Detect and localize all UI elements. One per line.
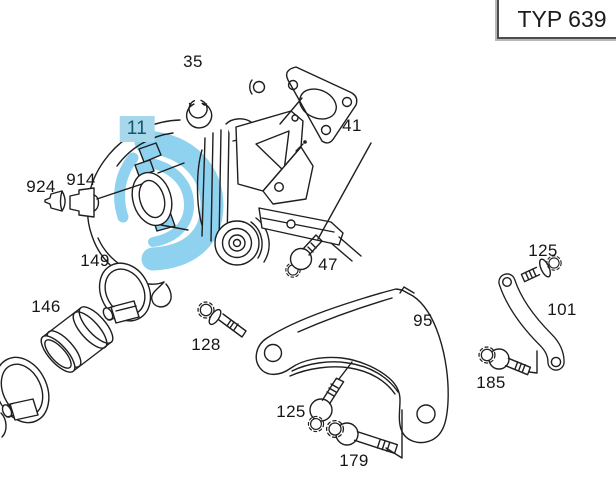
leader-41: [279, 97, 303, 125]
part-label-41[interactable]: 41: [342, 116, 362, 135]
part-label-185[interactable]: 185: [476, 373, 506, 392]
leader-125-bracket: [338, 361, 353, 380]
type-plate-text: TYP 639: [517, 6, 607, 32]
leader-914: [96, 183, 143, 200]
part-label-128[interactable]: 128: [191, 335, 221, 354]
part-clamp-149-drawing[interactable]: [90, 254, 161, 330]
part-bolt-179-drawing[interactable]: [325, 419, 399, 454]
leader-47: [317, 142, 372, 240]
leader-185: [528, 350, 538, 374]
part-hose-146-drawing[interactable]: [36, 302, 118, 377]
part-label-146[interactable]: 146: [31, 297, 61, 316]
part-clamp-lower-drawing[interactable]: [0, 349, 59, 438]
part-snap-ring-drawing[interactable]: [185, 99, 213, 129]
leader-179: [385, 409, 403, 459]
leader-lines: [96, 97, 538, 459]
part-plug-914-drawing[interactable]: [69, 187, 100, 218]
part-label-149[interactable]: 149: [80, 251, 110, 270]
part-label-47[interactable]: 47: [318, 255, 338, 274]
part-bolt-47-drawing[interactable]: [285, 234, 323, 278]
part-label-914[interactable]: 914: [66, 170, 96, 189]
part-label-125-strut[interactable]: 125: [528, 241, 558, 260]
part-bolt-125-strut-drawing[interactable]: [520, 255, 562, 283]
type-plate: TYP 639: [497, 0, 616, 39]
part-bolt-125-bracket-drawing[interactable]: [307, 377, 345, 433]
part-small-ring-drawing: [249, 79, 266, 95]
part-turbocharger-drawing[interactable]: [86, 110, 362, 308]
part-label-101[interactable]: 101: [547, 300, 577, 319]
part-label-95[interactable]: 95: [413, 311, 433, 330]
highlight-band-left: [114, 152, 139, 223]
part-gasket-drawing[interactable]: [285, 66, 358, 144]
part-label-179[interactable]: 179: [339, 451, 369, 470]
part-label-35[interactable]: 35: [183, 52, 203, 71]
part-bracket-95-drawing[interactable]: [255, 286, 449, 444]
part-bolt-185-drawing[interactable]: [478, 346, 532, 376]
part-label-924[interactable]: 924: [26, 177, 56, 196]
part-label-125-bracket[interactable]: 125: [276, 402, 306, 421]
part-label-11[interactable]: 11: [119, 116, 155, 142]
part-bolt-128-drawing[interactable]: [197, 301, 247, 338]
highlight-band-inner: [146, 158, 194, 247]
part-sensor-924-drawing[interactable]: [44, 190, 66, 212]
part-strut-101-drawing[interactable]: [498, 273, 565, 371]
